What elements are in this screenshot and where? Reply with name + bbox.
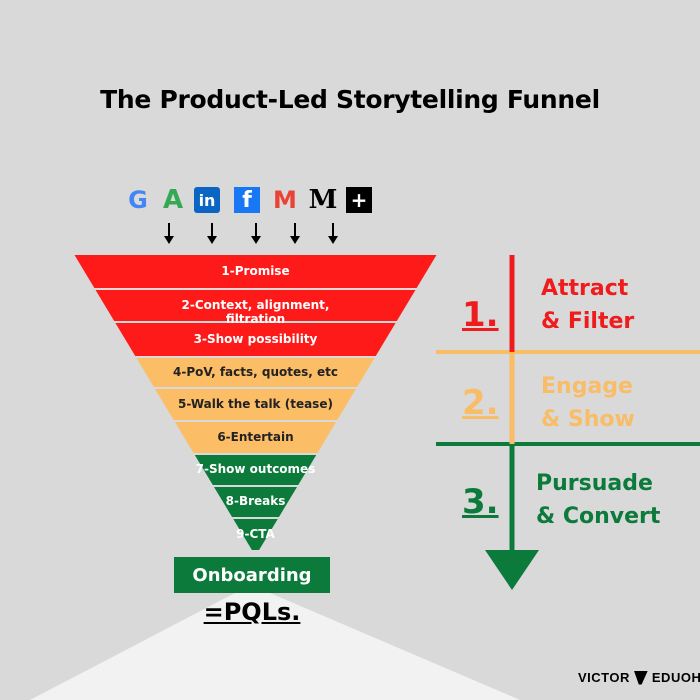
gmail-icon: M xyxy=(273,186,297,214)
phase-title-line: Pursuade xyxy=(536,471,653,496)
funnel-stage-label: 4-PoV, facts, quotes, etc xyxy=(172,364,338,379)
funnel-stage-label: 3-Show possibility xyxy=(193,331,318,346)
phase-title-line: & Show xyxy=(541,407,635,432)
onboarding-box: Onboarding xyxy=(174,557,330,593)
funnel-stage-label: 1-Promise xyxy=(221,263,290,278)
facebook-icon: f xyxy=(234,187,260,213)
funnel-stage-band xyxy=(136,358,375,387)
phase-title-line: Attract xyxy=(541,276,629,301)
google-icon: G xyxy=(128,186,148,214)
phase-number: 1. xyxy=(462,295,499,335)
brand-first: VICTOR xyxy=(578,670,630,685)
phase-title-line: Engage xyxy=(541,374,633,399)
brand-logo: VICTOR EDUOH xyxy=(578,670,700,685)
down-arrow-icon xyxy=(207,223,217,244)
medium-icon: M xyxy=(308,185,338,215)
phase-title-line: & Filter xyxy=(541,309,635,334)
phase-number: 2. xyxy=(462,383,499,423)
funnel-stage-band xyxy=(115,323,396,356)
pqls-label: =PQLs. xyxy=(203,598,301,626)
google-ads-icon: A xyxy=(162,185,184,215)
funnel-stage-label: 8-Breaks xyxy=(225,494,286,508)
funnel-stage-label: 5-Walk the talk (tease) xyxy=(178,396,333,411)
funnel-stage-band xyxy=(95,290,416,321)
phase-title: Attract & Filter xyxy=(541,272,634,338)
plus-icon: + xyxy=(346,187,372,213)
phase-title-line: & Convert xyxy=(536,504,661,529)
brand-second: EDUOH xyxy=(651,670,700,685)
funnel-stage-band xyxy=(214,487,297,517)
brand-mark-icon xyxy=(633,670,648,685)
linkedin-icon: in xyxy=(194,187,220,213)
down-arrow-icon xyxy=(164,223,174,244)
funnel-stage-band xyxy=(74,255,437,288)
funnel-stage-band xyxy=(155,389,356,420)
phase-title: Pursuade & Convert xyxy=(536,467,660,533)
funnel-stage-label: 2-Context, alignment, filtration xyxy=(181,297,330,326)
funnel-stage-band xyxy=(174,422,337,453)
source-arrows xyxy=(164,223,338,244)
page-title: The Product-Led Storytelling Funnel xyxy=(100,85,600,114)
output-beam xyxy=(30,593,520,700)
funnel-stage-band xyxy=(233,519,278,550)
progress-arrowhead xyxy=(485,550,539,590)
funnel-stages xyxy=(74,255,437,550)
down-arrow-icon xyxy=(328,223,338,244)
funnel-stage-label: 7-Show outcomes xyxy=(195,462,316,476)
funnel-stage-band xyxy=(194,455,317,485)
phase-title: Engage & Show xyxy=(541,370,635,436)
down-arrow-icon xyxy=(251,223,261,244)
funnel-stage-label: 6-Entertain xyxy=(217,429,294,444)
down-arrow-icon xyxy=(290,223,300,244)
funnel-stage-label: 9-CTA xyxy=(236,526,275,541)
phase-number: 3. xyxy=(462,482,499,522)
